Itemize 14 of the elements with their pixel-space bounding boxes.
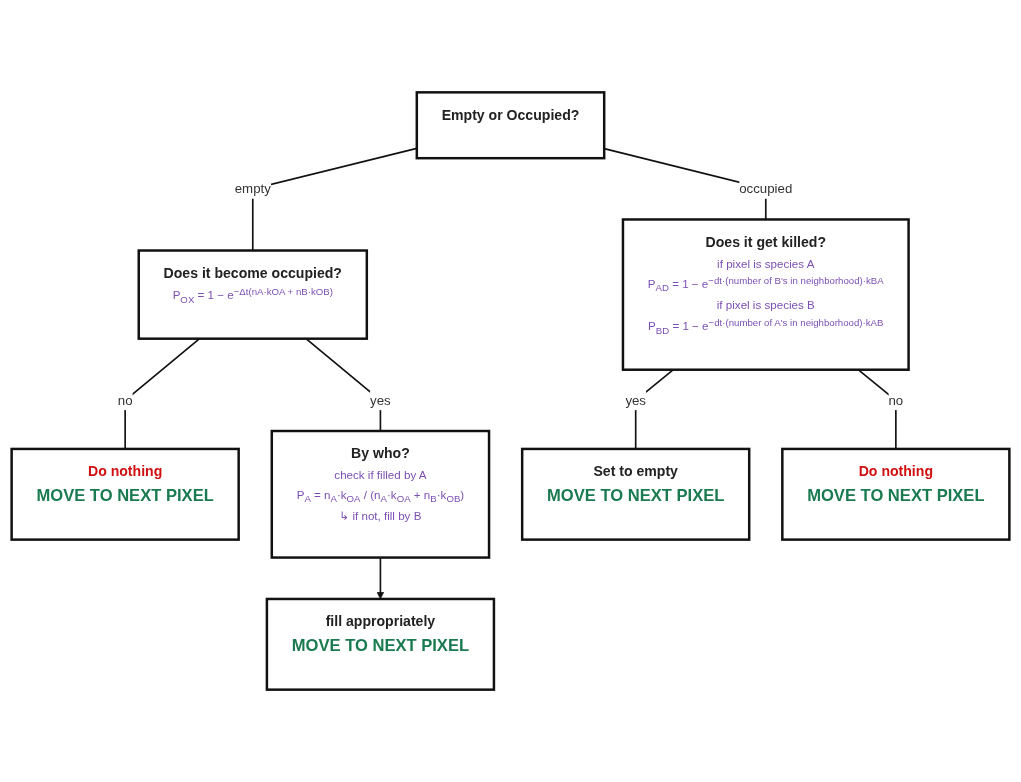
edge-label: no	[888, 392, 904, 407]
node-box: Empty or Occupied?	[415, 91, 606, 160]
node-box: Set to empty MOVE TO NEXT PIXEL	[520, 447, 751, 541]
node-box: Do nothing MOVE TO NEXT PIXEL	[10, 447, 240, 541]
edge-label: no	[117, 392, 133, 407]
edge-label: yes	[625, 392, 646, 407]
edge-label: occupied	[739, 181, 793, 196]
edge-label: yes	[370, 392, 391, 407]
node-box: fill appropriately MOVE TO NEXT PIXEL	[265, 597, 496, 691]
edge-label: empty	[234, 181, 271, 196]
node-box: By who? check if filled by A P$_{A}$ = n$_{A}$·k$_{OA}$ / (n$_{A}$·k$_{OA}$ + n$_{B}$·k$_{OB}$) ↳ if not, fill by B	[270, 429, 491, 559]
node-box: Does it become occupied? P$_{OX}$ = 1 − e$^{−Δt(nA·kOA + nB·kOB)}$	[137, 249, 369, 340]
node-box: Do nothing MOVE TO NEXT PIXEL	[781, 447, 1011, 541]
node-box: Does it get killed? if pixel is species A P$_{AD}$ = 1 − e$^{−dt·(number of B's in neighborhood)·kBA}$ if pixel is species B P$_{BD}$ = 1 − e$^{−dt·(number of A's in neighborhood)·kAB}$	[621, 218, 910, 371]
